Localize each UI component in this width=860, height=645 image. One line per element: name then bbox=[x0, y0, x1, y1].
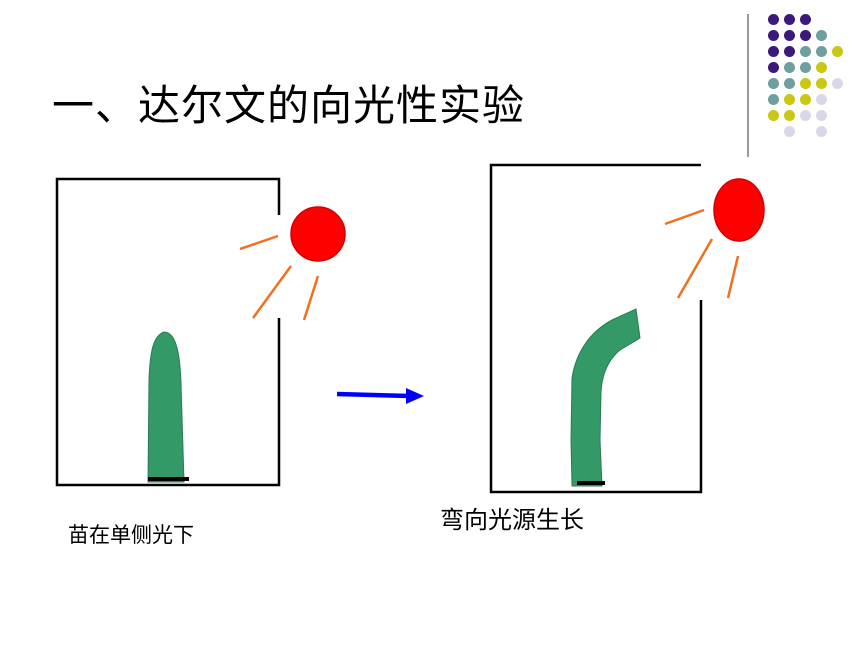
decorative-dot bbox=[784, 62, 795, 73]
right-light-source bbox=[664, 178, 765, 299]
left-light-ray-1 bbox=[239, 234, 279, 251]
left-seedling bbox=[147, 331, 185, 483]
decorative-dot bbox=[768, 62, 779, 73]
right-light-ray-3 bbox=[726, 255, 740, 299]
left-light-ray-3 bbox=[302, 275, 320, 321]
decorative-dot bbox=[768, 14, 779, 25]
right-seedling bbox=[570, 308, 641, 487]
decorative-dot bbox=[800, 62, 811, 73]
decorative-dot bbox=[816, 46, 827, 57]
decorative-dot bbox=[816, 62, 827, 73]
decorative-dot bbox=[816, 78, 827, 89]
left-box bbox=[55, 177, 281, 487]
decorative-dot bbox=[784, 14, 795, 25]
right-light-ray-2 bbox=[676, 238, 714, 299]
left-sun-icon bbox=[290, 206, 346, 262]
decorative-dot bbox=[816, 110, 827, 121]
decorative-dot bbox=[784, 46, 795, 57]
right-caption: 弯向光源生长 bbox=[440, 506, 584, 534]
decorative-dot bbox=[800, 14, 811, 25]
decorative-dot bbox=[768, 78, 779, 89]
right-light-ray-1 bbox=[664, 208, 705, 226]
transition-arrow bbox=[336, 388, 424, 404]
left-light-source bbox=[239, 206, 346, 321]
decorative-dot bbox=[768, 110, 779, 121]
decorative-dot bbox=[784, 110, 795, 121]
decorative-divider bbox=[747, 14, 749, 157]
decorative-dot bbox=[832, 46, 843, 57]
decorative-dot bbox=[800, 46, 811, 57]
left-caption: 苗在单侧光下 bbox=[68, 523, 194, 547]
decorative-dot bbox=[800, 78, 811, 89]
decorative-dot bbox=[768, 94, 779, 105]
decorative-dot bbox=[800, 94, 811, 105]
right-box bbox=[489, 163, 703, 494]
decorative-dot bbox=[816, 30, 827, 41]
decorative-dot bbox=[816, 126, 827, 137]
page-title: 一、达尔文的向光性实验 bbox=[52, 81, 526, 130]
decorative-dot bbox=[768, 30, 779, 41]
decorative-dot bbox=[768, 46, 779, 57]
decorative-dot bbox=[784, 94, 795, 105]
left-light-ray-2 bbox=[251, 265, 293, 319]
decorative-dot bbox=[816, 94, 827, 105]
decorative-dot bbox=[784, 30, 795, 41]
decorative-dot bbox=[800, 110, 811, 121]
right-sun-icon bbox=[713, 178, 765, 242]
decorative-dot bbox=[832, 78, 843, 89]
decorative-dot bbox=[800, 30, 811, 41]
decorative-dot bbox=[784, 126, 795, 137]
decorative-dot bbox=[784, 78, 795, 89]
